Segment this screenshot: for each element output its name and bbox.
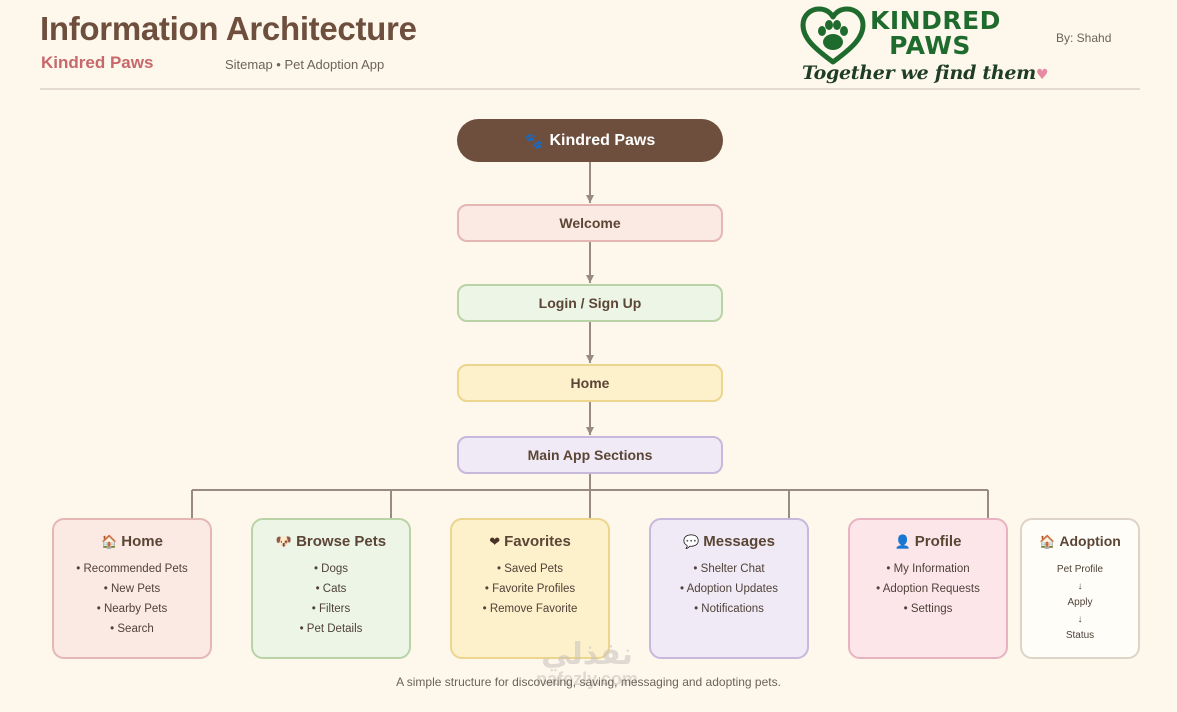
- welcome-node[interactable]: Welcome: [457, 204, 723, 242]
- list-item: • Shelter Chat: [693, 563, 765, 575]
- list-item: • Favorite Profiles: [484, 583, 576, 595]
- list-item: • Adoption Requests: [876, 583, 980, 595]
- list-item: • My Information: [886, 563, 970, 575]
- logo-wordmark: KINDRED PAWS: [870, 6, 1001, 60]
- watermark-arabic: نفذلي: [541, 638, 633, 671]
- speech-bubble-icon: 💬: [683, 534, 700, 549]
- adoption-step: Apply: [1067, 597, 1093, 608]
- project-name: Kindred Paws: [41, 53, 154, 72]
- section-card-title: ❤Favorites: [489, 533, 571, 550]
- list-item: • Remove Favorite: [482, 603, 578, 615]
- logo-slogan-text: Together we find them: [802, 62, 1036, 84]
- watermark-latin: nafezly.com: [536, 669, 638, 689]
- author-byline: By: Shahd: [1056, 31, 1112, 45]
- section-card-messages[interactable]: 💬Messages • Shelter Chat • Adoption Upda…: [649, 518, 809, 659]
- list-item: • Saved Pets: [496, 563, 564, 575]
- small-heart-icon: ♥: [1035, 67, 1049, 83]
- list-item: • Dogs: [313, 563, 349, 575]
- adoption-step-list: Pet Profile ↓ Apply ↓ Status: [1022, 560, 1138, 646]
- list-item: • Notifications: [694, 603, 764, 615]
- section-card-browse-pets[interactable]: 🐶Browse Pets • Dogs • Cats • Filters • P…: [251, 518, 411, 659]
- list-item: • New Pets: [103, 583, 161, 595]
- login-signup-node[interactable]: Login / Sign Up: [457, 284, 723, 322]
- list-item: • Filters: [311, 603, 351, 615]
- section-item-list: • Recommended Pets • New Pets • Nearby P…: [54, 559, 210, 639]
- page-tagline: Sitemap • Pet Adoption App: [225, 57, 385, 72]
- adoption-step: Pet Profile: [1056, 564, 1104, 575]
- adoption-step: Status: [1065, 630, 1095, 641]
- list-item: • Nearby Pets: [96, 603, 168, 615]
- section-item-list: • Shelter Chat • Adoption Updates • Noti…: [651, 559, 807, 619]
- heart-icon: ❤: [489, 534, 501, 549]
- down-arrow-icon: ↓: [1077, 581, 1083, 592]
- logo-word-line1: KINDRED: [870, 6, 1001, 35]
- section-item-list: • Saved Pets • Favorite Profiles • Remov…: [452, 559, 608, 619]
- logo-slogan: Together we find them♥: [802, 62, 1049, 84]
- list-item: • Adoption Updates: [679, 583, 778, 595]
- root-node-label: Kindred Paws: [549, 131, 656, 149]
- section-card-title: 💬Messages: [683, 533, 775, 550]
- footer-caption: A simple structure for discovering, savi…: [396, 675, 781, 689]
- root-node[interactable]: 🐾 Kindred Paws: [457, 119, 723, 162]
- main-sections-node[interactable]: Main App Sections: [457, 436, 723, 474]
- kindred-paws-logo: KINDRED PAWS Together we find them♥: [800, 6, 1049, 88]
- shelter-icon: 🏠: [1039, 534, 1056, 549]
- section-card-title: 🏠Home: [101, 533, 163, 550]
- adoption-card-title: 🏠Adoption: [1039, 533, 1121, 549]
- logo-word-line2: PAWS: [889, 31, 971, 60]
- adoption-flow-card[interactable]: 🏠Adoption Pet Profile ↓ Apply ↓ Status: [1020, 518, 1140, 659]
- section-card-home[interactable]: 🏠Home • Recommended Pets • New Pets • Ne…: [52, 518, 212, 659]
- header-divider: [40, 88, 1140, 90]
- section-card-title: 👤Profile: [894, 533, 962, 550]
- section-card-profile[interactable]: 👤Profile • My Information • Adoption Req…: [848, 518, 1008, 659]
- dog-icon: 🐶: [275, 534, 293, 549]
- home-node[interactable]: Home: [457, 364, 723, 402]
- paw-icon: 🐾: [524, 132, 544, 150]
- house-icon: 🏠: [101, 534, 118, 549]
- section-item-list: • Dogs • Cats • Filters • Pet Details: [253, 559, 409, 639]
- heart-paw-icon: [800, 6, 866, 65]
- section-card-title: 🐶Browse Pets: [275, 533, 387, 550]
- list-item: • Search: [110, 623, 154, 635]
- list-item: • Cats: [315, 583, 347, 595]
- page-title: Information Architecture: [40, 10, 417, 47]
- nafezly-watermark: نفذلي nafezly.com: [517, 638, 657, 689]
- down-arrow-icon: ↓: [1077, 614, 1083, 625]
- section-card-favorites[interactable]: ❤Favorites • Saved Pets • Favorite Profi…: [450, 518, 610, 659]
- list-item: • Settings: [903, 603, 953, 615]
- list-item: • Recommended Pets: [76, 563, 188, 575]
- list-item: • Pet Details: [299, 623, 363, 635]
- section-item-list: • My Information • Adoption Requests • S…: [850, 559, 1006, 619]
- person-icon: 👤: [894, 534, 911, 549]
